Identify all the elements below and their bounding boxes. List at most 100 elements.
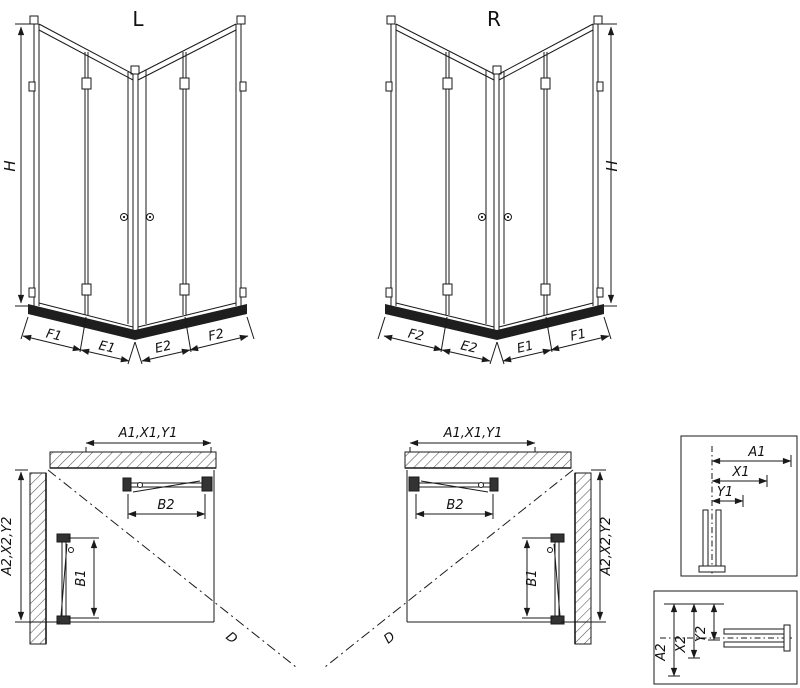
wall-section-side [29, 472, 47, 645]
dim-label-y1: Y1 [717, 485, 733, 500]
wall-bracket [385, 81, 393, 92]
dim-label-x2: X2 [674, 635, 689, 653]
wall-section-top [404, 451, 572, 469]
hinge-block [56, 615, 71, 625]
wall-section-side [574, 472, 592, 645]
height-dimension-left: H [1, 23, 30, 307]
dim-label-a1x1y1: A1,X1,Y1 [443, 426, 503, 441]
dim-label-f1: F1 [569, 327, 588, 345]
perspective-view-left: L H [1, 7, 255, 365]
wall-bracket [239, 81, 247, 92]
dim-label-e1: E1 [515, 338, 534, 356]
dim-label-x1: X1 [731, 465, 749, 480]
wall-profile-section [723, 624, 791, 652]
post-cap [492, 65, 502, 75]
post-cap [130, 65, 140, 75]
shower-tray [28, 304, 247, 340]
hinge-block [81, 77, 92, 90]
dim-label-d: D [381, 629, 398, 647]
pivot-point [478, 482, 484, 488]
door-knob [146, 213, 154, 221]
pivot-point [68, 547, 74, 553]
detail-box-border [653, 590, 798, 685]
dim-label-d: D [223, 629, 240, 647]
dim-label-e2: E2 [153, 338, 172, 356]
hinge-block [550, 615, 565, 625]
depth-dimension: A2,X2,Y2 [0, 469, 60, 623]
detail-box-width-profile: A1 X1 Y1 [680, 435, 798, 577]
hinge-block [179, 77, 190, 90]
hinge-block [122, 477, 132, 492]
dim-label-a1x1y1: A1,X1,Y1 [118, 426, 178, 441]
dim-label-e2: E2 [459, 338, 478, 356]
hinge-block [442, 77, 453, 90]
shower-tray [385, 304, 604, 340]
dim-label-e1: E1 [97, 338, 116, 356]
bottom-dimensions-right-view: F2 E2 E1 F1 [377, 316, 612, 365]
wall-bracket [596, 287, 604, 298]
dim-label-b2: B2 [157, 498, 174, 513]
dim-label-a2x2y2: A2,X2,Y2 [599, 517, 614, 577]
detail-box-border [680, 435, 798, 577]
folding-door-top [408, 476, 499, 493]
plan-view-right: A1,X1,Y1 B2 [324, 426, 614, 668]
pivot-point [547, 547, 553, 553]
glass-panels [38, 23, 237, 328]
hinge-block [179, 283, 190, 296]
plan-view-left: A1,X1,Y1 B2 [0, 426, 297, 668]
wall-bracket [593, 15, 603, 25]
depth-dimension: A2,X2,Y2 [561, 469, 614, 623]
wall-bracket [385, 287, 393, 298]
door-side-dimension: B1 [68, 537, 99, 619]
dim-label-b2: B2 [446, 498, 463, 513]
wall-bracket [28, 287, 36, 298]
dim-label-f2: F2 [207, 327, 226, 345]
dim-label-a2x2y2: A2,X2,Y2 [0, 517, 15, 577]
door-top-dimension: B2 [127, 494, 206, 519]
view-label-right: R [487, 7, 501, 31]
hinge-block [489, 477, 499, 492]
door-top-dimension: B2 [415, 494, 494, 519]
folding-door-side [56, 533, 74, 625]
hinge-block [442, 283, 453, 296]
dim-label-h: H [603, 160, 621, 171]
door-knob [120, 213, 128, 221]
height-dimension-right: H [602, 23, 621, 307]
folding-door-side [547, 533, 565, 625]
dim-label-b1: B1 [74, 569, 89, 586]
dim-label-h: H [1, 160, 19, 171]
bottom-dimensions-left-view: F1 E1 E2 F2 [20, 316, 255, 365]
hinge-block [540, 283, 551, 296]
wall-section-top [49, 451, 217, 469]
wall-bracket [596, 81, 604, 92]
door-knob [504, 213, 512, 221]
wall-bracket [28, 81, 36, 92]
hinge-block [540, 77, 551, 90]
wall-bracket [236, 15, 246, 25]
dim-label-y2: Y2 [694, 626, 709, 642]
glass-panels [395, 23, 594, 328]
dim-label-b1: B1 [525, 569, 540, 586]
dim-label-f2: F2 [406, 327, 425, 345]
hinge-block [81, 283, 92, 296]
wall-profiles [28, 15, 247, 306]
detail-box-depth-profile: A2 X2 Y2 [653, 590, 798, 685]
hinge-block [201, 476, 213, 492]
door-side-dimension: B1 [522, 537, 553, 619]
dim-label-f1: F1 [44, 327, 63, 345]
wall-profile-section [698, 509, 726, 573]
view-label-left: L [132, 7, 144, 31]
dim-label-a1: A1 [747, 445, 765, 460]
pivot-point [137, 482, 143, 488]
wall-profiles [385, 15, 604, 306]
wall-bracket [386, 15, 396, 25]
folding-door-top [122, 476, 213, 493]
dim-label-a2: A2 [654, 643, 669, 661]
door-knob [478, 213, 486, 221]
hinge-block [408, 476, 420, 492]
wall-bracket [29, 15, 39, 25]
wall-bracket [239, 287, 247, 298]
perspective-view-right: R H [377, 7, 621, 365]
corner-post [130, 65, 140, 330]
